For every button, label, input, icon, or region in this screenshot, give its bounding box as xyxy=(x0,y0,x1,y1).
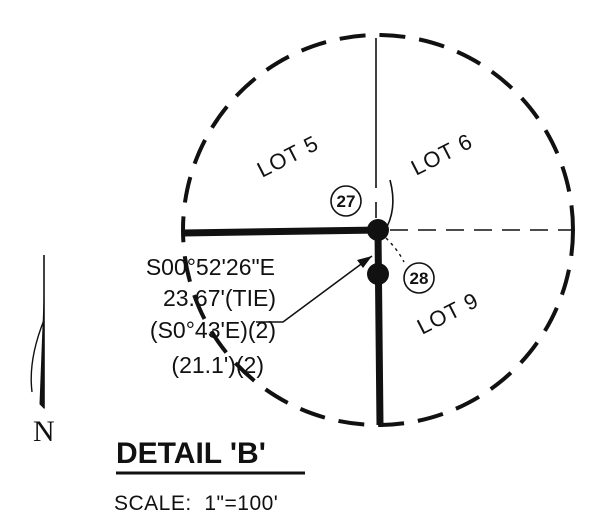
heavy-line-west xyxy=(182,226,381,237)
point-27-bubble xyxy=(330,185,362,217)
north-letter: N xyxy=(33,415,55,448)
point-28-bubble xyxy=(403,262,435,294)
point-27-label: 27 xyxy=(337,192,356,211)
callout-record-bearing: (S0°43'E)(2) xyxy=(150,317,276,343)
survey-point-28 xyxy=(367,263,389,285)
north-arrow-head xyxy=(39,299,45,410)
lot-9-label: LOT 9 xyxy=(413,287,483,339)
heavy-line-south xyxy=(374,231,384,426)
arc-dotted xyxy=(385,237,405,263)
detail-title: DETAIL 'B' xyxy=(116,437,266,470)
survey-point-27 xyxy=(367,219,389,241)
point-28-label: 28 xyxy=(410,269,429,288)
callout-distance: 23.67'(TIE) xyxy=(163,285,276,311)
leader-arrowhead xyxy=(357,256,372,268)
leader-line xyxy=(256,255,373,323)
callout-record-distance: (21.1')(2) xyxy=(171,352,264,378)
callout-bearing: S00°52'26"E xyxy=(146,254,275,280)
lot-6-label: LOT 6 xyxy=(407,128,477,180)
north-arrow-barb xyxy=(30,319,45,393)
lot-5-label: LOT 5 xyxy=(253,130,323,182)
detail-scale: SCALE: 1"=100' xyxy=(114,492,278,515)
